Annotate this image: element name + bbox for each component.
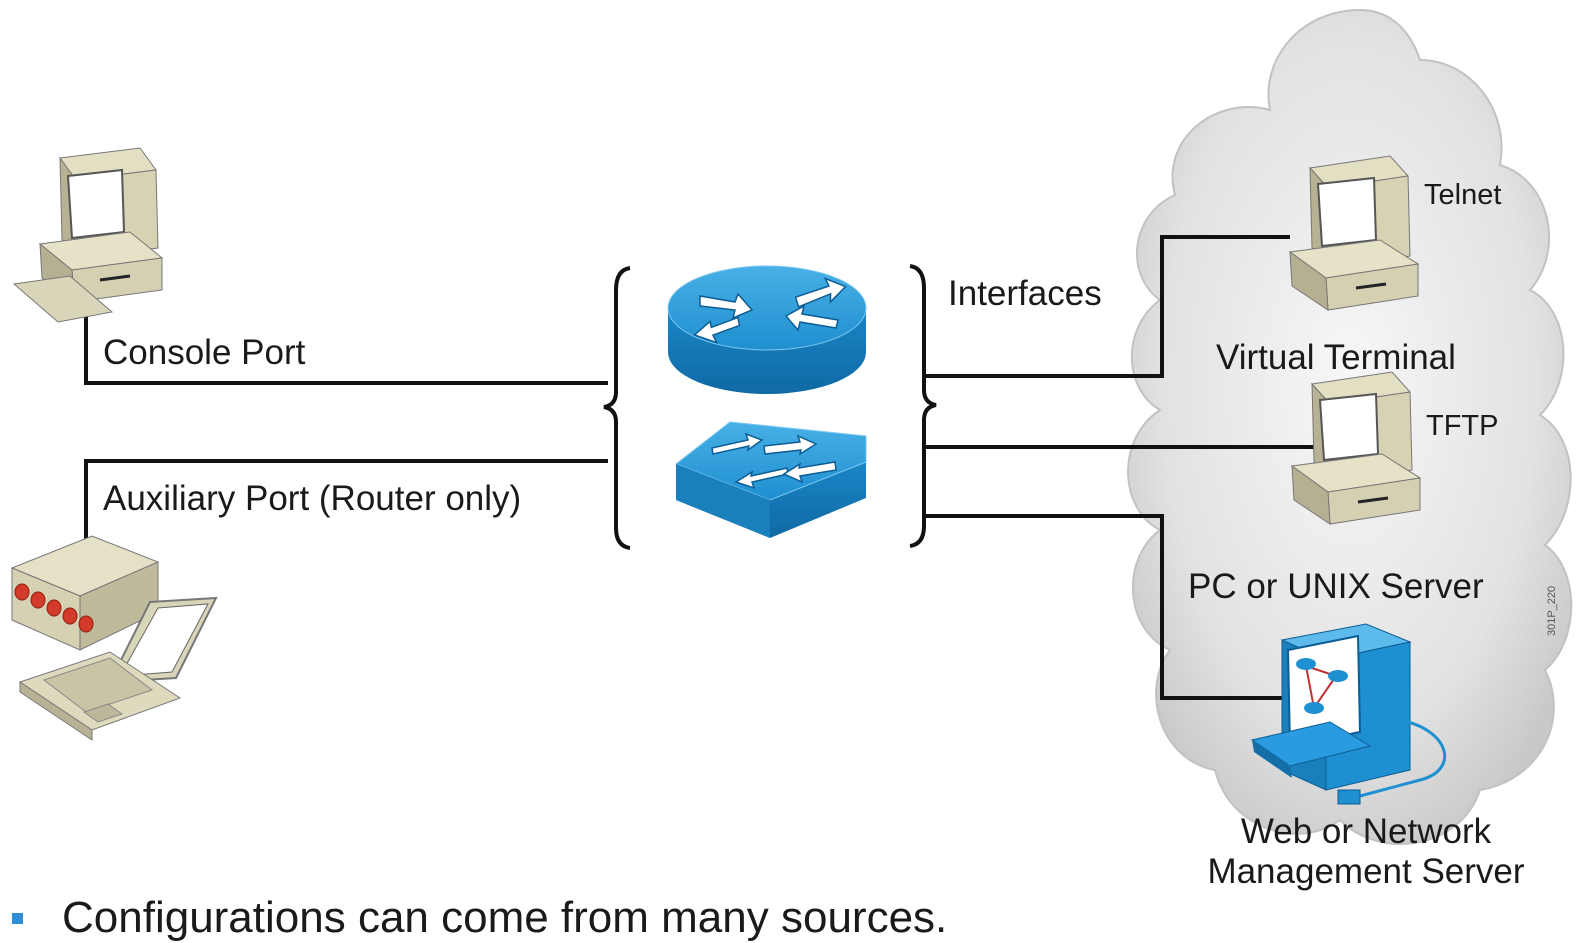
right-brace [909, 264, 937, 548]
router-icon [667, 265, 867, 394]
interfaces-label: Interfaces [948, 274, 1102, 313]
tftp-pc-icon [1290, 371, 1422, 525]
nms-link [922, 514, 1282, 700]
console-cable [84, 312, 608, 385]
modem-laptop-icon [10, 535, 218, 741]
figure-code: 301P_220 [1546, 585, 1558, 636]
telnet-label: Telnet [1424, 179, 1502, 211]
tftp-label: TFTP [1426, 410, 1499, 442]
console-pc-icon [12, 147, 164, 323]
auxiliary-cable [84, 459, 608, 553]
vty-link [922, 235, 1290, 378]
switch-icon [674, 421, 867, 538]
telnet-pc-icon [1288, 155, 1420, 311]
bullet-point: Configurations can come from many source… [0, 893, 1200, 943]
console-port-label: Console Port [103, 333, 306, 372]
auxiliary-port-label: Auxiliary Port (Router only) [103, 479, 522, 518]
connection-lines [84, 235, 1320, 700]
virtual-terminal-label: Virtual Terminal [1216, 338, 1456, 377]
bullet-text: Configurations can come from many source… [62, 893, 948, 942]
left-brace [603, 266, 631, 550]
bullet-marker [12, 913, 23, 924]
web-nms-server-label: Web or Network Management Server [1207, 812, 1525, 891]
pc-unix-server-label: PC or UNIX Server [1188, 567, 1484, 606]
nms-server-icon [1250, 623, 1447, 805]
